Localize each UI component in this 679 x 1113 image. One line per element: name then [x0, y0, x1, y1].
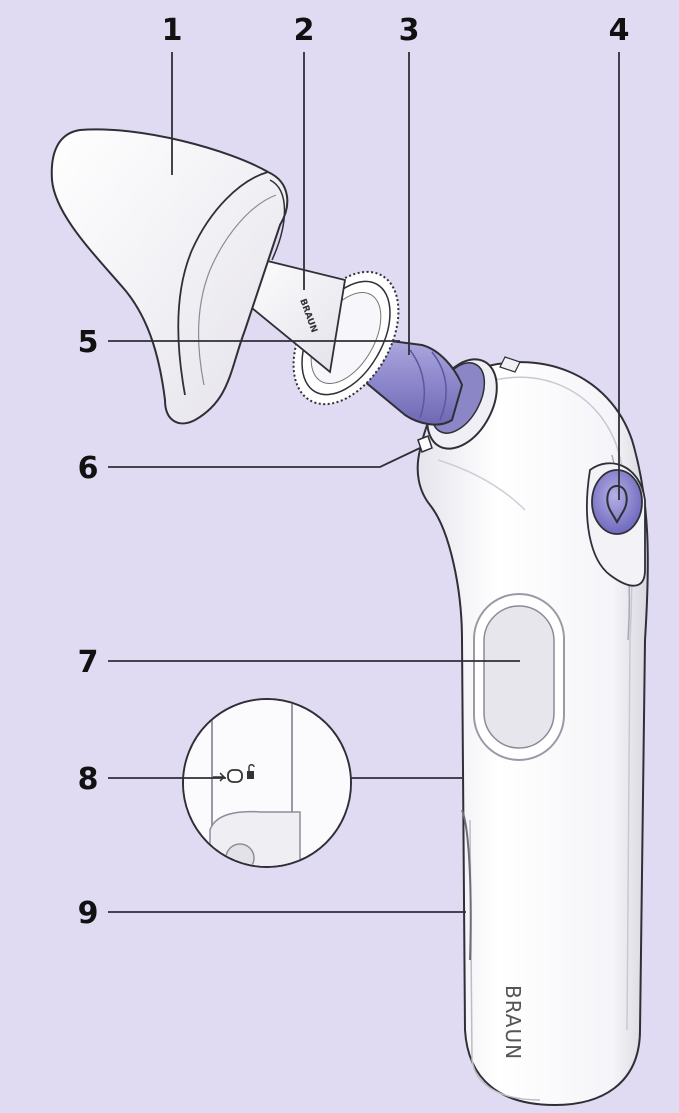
callout-8: 8 — [78, 762, 99, 797]
callout-2: 2 — [294, 13, 315, 48]
callout-4: 4 — [609, 13, 630, 48]
brand-logo-body: BRAUN — [501, 985, 525, 1060]
callout-9: 9 — [78, 896, 99, 931]
callout-7: 7 — [78, 645, 99, 680]
zoom-inset — [180, 695, 360, 875]
callout-1: 1 — [162, 13, 183, 48]
display-window — [474, 594, 564, 760]
callout-3: 3 — [399, 13, 420, 48]
leader-line-6 — [108, 448, 420, 467]
callout-6: 6 — [78, 451, 99, 486]
protective-cap — [52, 129, 288, 423]
callout-5: 5 — [78, 325, 99, 360]
